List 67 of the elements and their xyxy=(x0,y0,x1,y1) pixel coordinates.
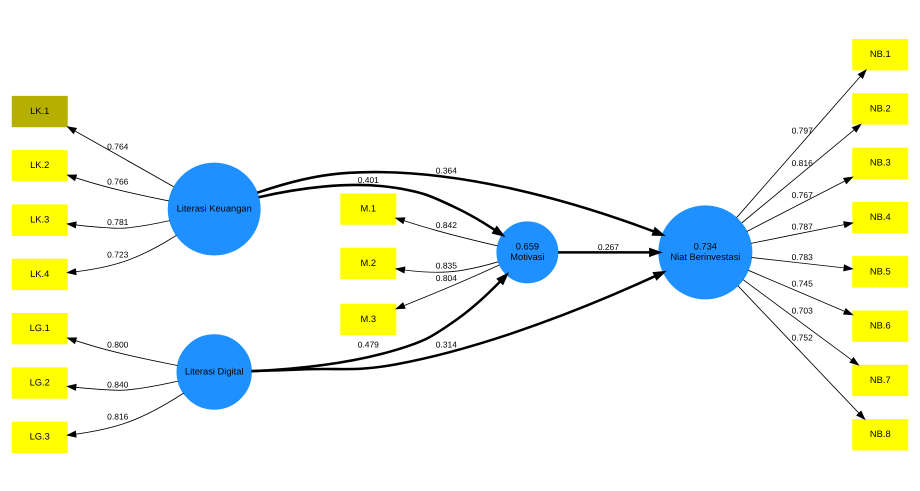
arrow xyxy=(66,174,170,201)
arrow xyxy=(66,392,184,438)
node-box: NB.6 xyxy=(852,310,908,342)
arrow xyxy=(256,170,666,236)
edge-label: 0.267 xyxy=(598,241,620,252)
node-box: LK.3 xyxy=(12,204,68,236)
node-box: LG.2 xyxy=(12,366,68,398)
arrow xyxy=(66,220,170,228)
node-circle: Literasi Keuangan xyxy=(168,162,261,256)
arrow xyxy=(251,270,667,372)
node-box: LK.1 xyxy=(12,95,68,127)
edge-label: 0.816 xyxy=(792,157,813,168)
arrow xyxy=(394,216,498,246)
node-box: NB.2 xyxy=(852,92,908,124)
edge-label: 0.783 xyxy=(792,252,813,262)
arrow xyxy=(394,264,500,309)
edge-label: 0.703 xyxy=(792,304,813,315)
arrow xyxy=(738,284,866,420)
edge-label: 0.364 xyxy=(436,164,457,175)
edge-label: 0.723 xyxy=(107,248,128,259)
node-box: NB.8 xyxy=(852,418,908,450)
edge-label: 0.781 xyxy=(107,216,128,227)
arrow xyxy=(66,336,178,366)
edge-label: 0.840 xyxy=(107,378,128,389)
arrow xyxy=(746,176,854,232)
node-circle: 0.734 Niat Berinvestasi xyxy=(658,204,752,299)
node-box: LG.3 xyxy=(12,421,68,453)
edge-label: 0.764 xyxy=(107,141,128,152)
arrow xyxy=(66,126,174,187)
edge-label: 0.401 xyxy=(358,174,379,184)
node-circle: 0.659 Motivasi xyxy=(496,220,558,283)
arrow xyxy=(742,278,860,366)
edge-label: 0.766 xyxy=(107,176,128,186)
edge-label: 0.752 xyxy=(792,332,813,342)
edge-label: 0.800 xyxy=(107,338,128,349)
arrow xyxy=(736,68,867,218)
node-box: M.3 xyxy=(340,303,396,335)
edge-label: 0.816 xyxy=(107,411,128,422)
node-box: M.1 xyxy=(340,192,396,224)
arrow xyxy=(558,247,663,257)
node-circle: Literasi Digital xyxy=(176,334,252,410)
node-box: LK.2 xyxy=(12,150,68,182)
node-box: NB.1 xyxy=(852,38,908,70)
node-box: M.2 xyxy=(340,247,396,279)
node-box: NB.7 xyxy=(852,364,908,396)
arrow xyxy=(66,234,177,275)
edge-label: 0.767 xyxy=(792,190,813,200)
arrow xyxy=(748,269,854,315)
edge-label: 0.835 xyxy=(436,260,457,270)
node-box: LG.1 xyxy=(12,312,68,344)
arrow xyxy=(258,183,506,237)
node-box: NB.3 xyxy=(852,147,908,178)
arrow xyxy=(750,220,854,244)
edge-label: 0.479 xyxy=(358,338,379,349)
edge-label: 0.745 xyxy=(792,278,813,288)
arrow xyxy=(394,260,499,274)
edge-label: 0.842 xyxy=(436,219,457,230)
arrow xyxy=(741,123,862,223)
arrow xyxy=(66,380,178,390)
edge-label: 0.797 xyxy=(792,125,813,136)
node-box: NB.5 xyxy=(852,256,908,288)
edge-label: 0.314 xyxy=(436,338,457,349)
arrow xyxy=(751,256,854,271)
edge-label: 0.804 xyxy=(436,272,457,283)
node-box: NB.4 xyxy=(852,201,908,233)
edge-label: 0.787 xyxy=(792,220,813,231)
node-box: LK.4 xyxy=(12,258,68,290)
